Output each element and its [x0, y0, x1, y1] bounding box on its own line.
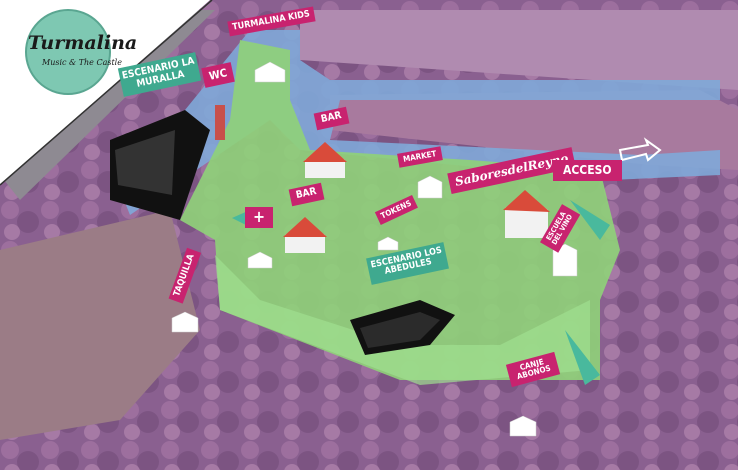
- terrace-area: [330, 90, 738, 170]
- flow-arrow-icon: [565, 330, 600, 385]
- tent-icon: [247, 251, 273, 269]
- stage-icon: [350, 300, 455, 355]
- logo-name: Turmalina: [28, 32, 138, 54]
- logo-tagline: Music & The Castle: [42, 58, 122, 67]
- tent-icon: [552, 243, 578, 277]
- tent-icon: [417, 175, 443, 199]
- building-block: [0, 210, 200, 440]
- tent-icon: [171, 311, 199, 333]
- road: [0, 10, 215, 200]
- bar-stand-icon: [503, 190, 550, 238]
- flow-arrow-icon: [570, 200, 610, 240]
- venue-lower-lawn: [215, 255, 590, 385]
- logo-badge: [26, 10, 110, 94]
- stage-icon: [110, 110, 210, 220]
- upper-fields: [300, 10, 738, 90]
- bar-stand-icon: [303, 142, 347, 178]
- first-aid-icon: +: [245, 207, 274, 228]
- entrance-arrow-icon: [618, 137, 662, 162]
- tent-icon: [377, 236, 399, 251]
- tent-icon: [509, 415, 537, 437]
- wc-cabins: [215, 105, 225, 140]
- tent-icon: [254, 61, 286, 83]
- corner-divider: [0, 0, 213, 186]
- label-acceso: ACCESO: [553, 160, 622, 181]
- bar-stand-icon: [283, 217, 327, 253]
